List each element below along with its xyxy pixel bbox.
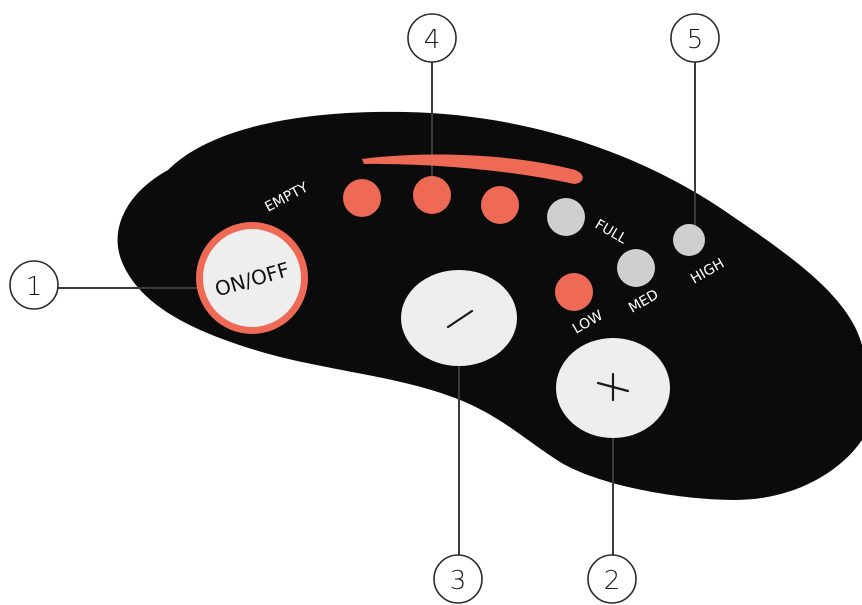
level-dot-4 [547,198,585,236]
callout-5-number: 5 [687,25,704,55]
plus-button[interactable] [556,338,670,438]
callout-2-circle [587,554,637,604]
callout-2-number: 2 [604,566,621,596]
intensity-dot-low [555,273,593,311]
level-dot-3 [481,186,519,224]
callout-1-circle [9,260,59,310]
callout-4-circle [407,13,457,63]
callout-5: 5 [670,13,720,63]
callout-4: 4 [407,13,457,63]
power-button[interactable]: ON/OFF [196,222,308,334]
callout-3: 3 [433,554,483,604]
callout-1: 1 [9,260,59,310]
callout-3-number: 3 [450,566,467,596]
intensity-dot-high [673,224,705,256]
callout-3-circle [433,554,483,604]
intensity-dot-med [617,249,655,287]
callout-4-number: 4 [424,25,441,55]
minus-button-face [401,270,517,366]
callout-1-number: 1 [26,272,43,302]
level-dot-2 [413,176,451,214]
minus-button[interactable] [401,270,517,366]
power-button-face [203,229,301,327]
callout-2: 2 [587,554,637,604]
level-indicator-dots [343,176,585,236]
plus-icon [596,372,630,402]
minus-icon [446,309,474,329]
level-indicator-bar [362,154,583,184]
callout-5-circle [670,13,720,63]
intensity-indicator-dots [555,224,705,311]
level-dot-1 [343,179,381,217]
